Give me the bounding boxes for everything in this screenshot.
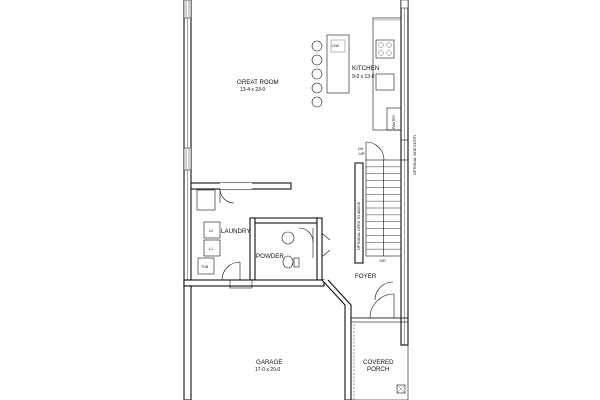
kitchen-label: KITCHEN <box>352 65 379 72</box>
stool <box>311 54 323 66</box>
window-mid-left <box>183 147 192 171</box>
pantry-label: PANTRY <box>392 114 396 129</box>
great-room-dims: 13-4 x 23-0 <box>240 87 266 93</box>
garage-top-wall <box>183 279 325 287</box>
powder-top-wall <box>254 217 318 224</box>
cooktop <box>375 39 395 59</box>
laundry-label: LAUNDRY <box>221 228 250 235</box>
porch-post <box>396 384 406 394</box>
powder-right-wall <box>316 217 323 281</box>
porch-label-line1: COVERED <box>363 359 394 366</box>
garage-dims: 17-0 x 20-0 <box>255 367 281 373</box>
stool <box>311 96 323 108</box>
exterior-walls <box>183 0 409 346</box>
pantry-box <box>386 107 402 131</box>
garage-label: GARAGE <box>256 359 282 366</box>
garage-left-wall <box>183 285 192 400</box>
kitchen-sink <box>375 73 395 91</box>
dn-risers: 14R <box>358 152 365 156</box>
porch-label-line2: PORCH <box>367 366 389 373</box>
kitchen-counters: PANTRY <box>372 17 402 131</box>
stair: DN 14R 14R OPTIONAL OPEN TO ABOVE OPTION… <box>354 134 417 264</box>
covered-porch: COVERED PORCH <box>350 293 409 400</box>
dryer <box>203 239 221 257</box>
tub <box>197 257 215 275</box>
tub-label: TUB <box>201 265 209 269</box>
entry-door-swing <box>369 293 395 319</box>
island-counter <box>326 34 350 94</box>
l2-label: L2 <box>209 229 213 233</box>
optional-open-note: OPTIONAL OPEN TO ABOVE <box>357 201 361 250</box>
great-room-label: GREAT ROOM <box>237 79 279 86</box>
dn-label: DN <box>358 147 364 151</box>
laundry-powder-wall <box>249 217 256 281</box>
powder-label: POWDER <box>256 253 284 260</box>
l1-label: L1 <box>209 247 213 251</box>
kitchen-island: D/W <box>311 34 350 108</box>
dw-label: D/W <box>332 44 340 48</box>
optional-side-entry-note: OPTIONAL SIDE ENTRY <box>413 134 417 175</box>
powder-sink <box>281 231 295 245</box>
garage-angled-wall <box>321 279 352 400</box>
stool <box>311 82 323 94</box>
up-risers: 14R <box>379 259 386 263</box>
kitchen-dims: 9-0 x 13-0 <box>352 74 375 80</box>
window-top-left <box>183 0 192 19</box>
stair-door-swing <box>365 141 385 161</box>
service-block: L2 L1 TUB LAUNDRY POWDER <box>190 182 331 281</box>
stool <box>311 40 323 52</box>
garage: GARAGE 17-0 x 20-0 <box>183 279 352 400</box>
closet <box>196 189 216 211</box>
toilet <box>282 255 294 269</box>
laundry-door-swing <box>221 261 241 281</box>
foyer-label: FOYER <box>355 273 377 280</box>
stair-wall <box>354 162 364 264</box>
washer <box>203 221 221 239</box>
stool <box>311 68 323 80</box>
